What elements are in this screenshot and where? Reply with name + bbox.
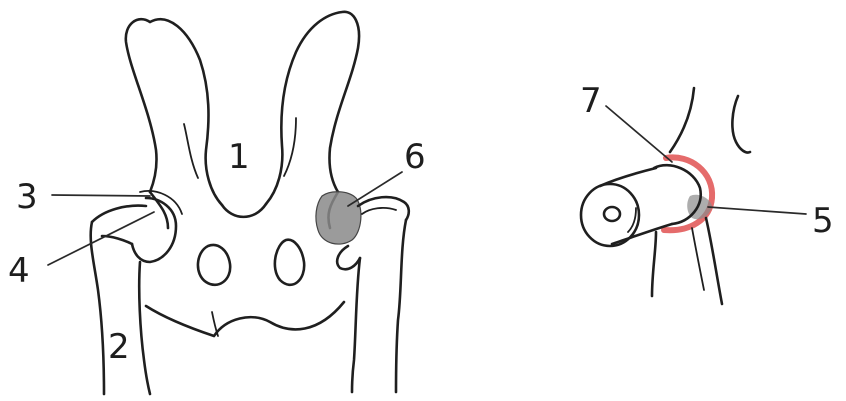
right-obturator-foramen — [275, 240, 304, 285]
right-joint-shading — [316, 192, 361, 244]
right-femur-shaft-inner — [352, 258, 360, 392]
pointer-5 — [708, 207, 806, 214]
label-4: 4 — [8, 251, 30, 291]
label-5: 5 — [812, 201, 834, 241]
medullary-cavity — [604, 207, 620, 221]
label-3: 3 — [16, 177, 38, 217]
left-femur-shaft-inner — [139, 262, 150, 394]
pointer-lines — [48, 106, 806, 265]
label-2: 2 — [108, 327, 130, 367]
left-femur-head — [132, 198, 176, 262]
right-wing-inner-line — [284, 118, 296, 176]
right-acetabulum-rim — [362, 208, 396, 214]
lower-line-left — [652, 232, 656, 296]
pubic-symphysis-line — [212, 312, 218, 336]
label-1: 1 — [228, 137, 250, 177]
pelvic-bone-line-right — [732, 96, 750, 153]
lower-line-right — [706, 218, 722, 304]
pubic-arch — [146, 302, 344, 336]
lower-line-mid — [692, 228, 704, 290]
right-femur-shaft-outer — [396, 220, 406, 392]
left-iliac-wing — [126, 19, 222, 205]
sacrum-curve — [222, 204, 266, 217]
label-7: 7 — [580, 81, 602, 121]
right-femur-head — [337, 246, 360, 269]
pointer-3 — [52, 195, 150, 196]
right-femur — [316, 192, 409, 392]
lower-pelvis-outline — [150, 192, 338, 228]
hip-joint-side-view — [581, 88, 750, 304]
right-iliac-wing — [266, 12, 359, 204]
femur-cross-section — [581, 184, 639, 246]
left-wing-inner-line — [184, 124, 198, 178]
pointer-6 — [348, 172, 402, 206]
left-femur-shaft-outer — [91, 222, 104, 394]
pelvic-bone-line-left — [670, 88, 694, 152]
cross-section-inner-line — [628, 208, 636, 232]
left-obturator-foramen — [198, 245, 230, 285]
label-6: 6 — [404, 137, 426, 177]
pointer-7 — [606, 106, 672, 162]
